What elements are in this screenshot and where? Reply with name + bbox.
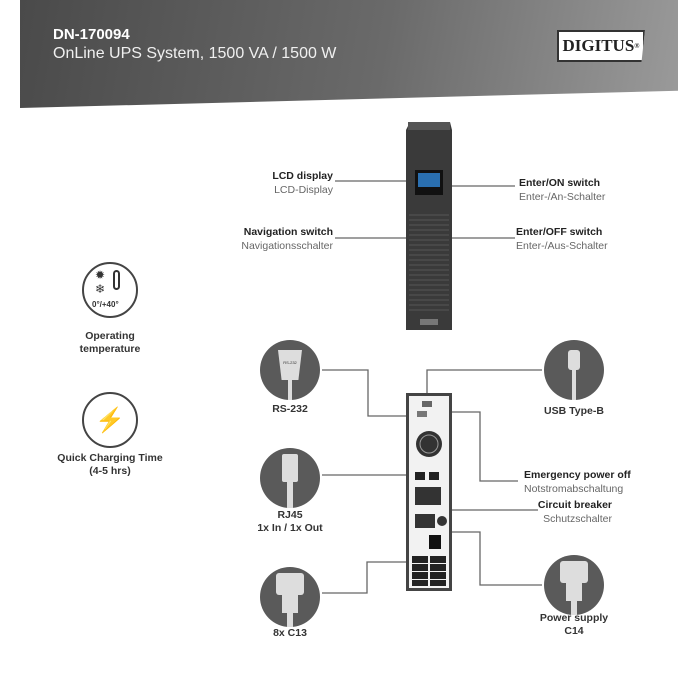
digitus-logo: DIGITUS®	[557, 30, 645, 62]
ups-rear-image	[406, 393, 452, 591]
line-usb	[426, 369, 542, 398]
ups-front-image	[406, 122, 452, 330]
temperature-icon: ✹ ❄ 0°/+40°	[82, 262, 138, 318]
line-rs232	[322, 369, 414, 417]
c14-connector-icon	[544, 555, 604, 615]
snowflake-icon: ❄	[95, 282, 106, 296]
rj45-connector-icon	[260, 448, 320, 508]
sun-icon: ✹	[95, 268, 106, 282]
product-subtitle: OnLine UPS System, 1500 VA / 1500 W	[53, 45, 337, 62]
line-epo	[442, 411, 518, 482]
label-usb-type-b: USB Type-B	[544, 405, 604, 417]
rs232-connector-icon: RS-232	[260, 340, 320, 400]
c13-connector-icon	[260, 567, 320, 627]
label-c13: 8x C13	[273, 627, 307, 639]
label-quick-charging: Quick Charging Time(4-5 hrs)	[57, 452, 163, 477]
usb-b-connector-icon	[544, 340, 604, 400]
line-c14	[442, 531, 542, 586]
lightning-charge-icon: ⚡	[82, 392, 138, 448]
line-c13	[322, 561, 414, 594]
label-rs232: RS-232	[272, 403, 308, 415]
model-number: DN-170094	[53, 26, 130, 43]
thermometer-icon	[113, 270, 120, 290]
